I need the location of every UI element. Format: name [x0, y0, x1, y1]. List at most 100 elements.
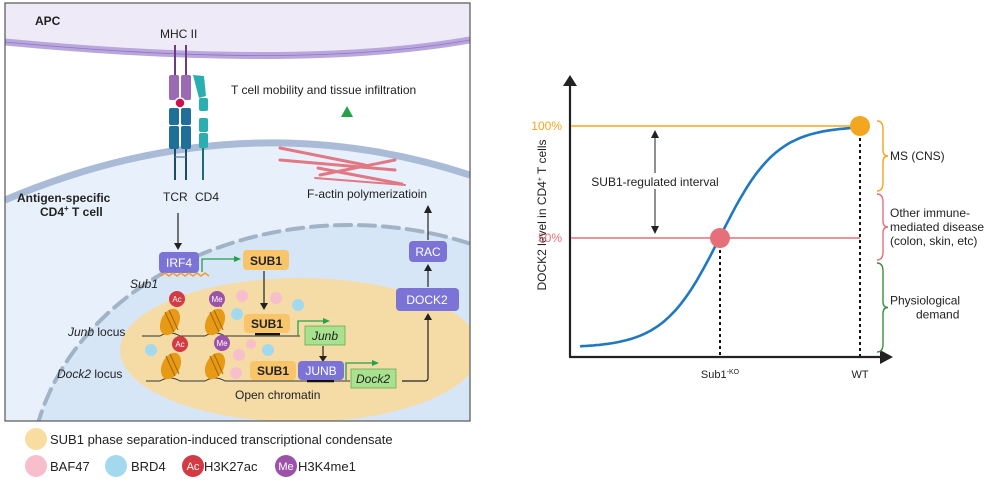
dock2-protein-box	[396, 288, 459, 311]
junb-transcription-arrow	[297, 320, 325, 336]
dock2-chart: DOCK2 level in CD4+ T cells 100% 50% Sub1…	[531, 75, 984, 381]
dock2-locus-dna	[146, 377, 350, 382]
svg-text:RAC: RAC	[415, 245, 441, 259]
legend-me-swatch	[275, 455, 297, 477]
legend-condensate-label: SUB1 phase separation-induced transcript…	[50, 432, 393, 447]
peptide-antigen	[174, 97, 186, 109]
rac-box	[409, 241, 447, 262]
y-axis-arrowhead	[563, 75, 577, 86]
sub1-protein-label: SUB1	[250, 254, 282, 268]
condensate-molecules	[145, 290, 304, 379]
factin-label: F-actin polymerizatioin	[307, 187, 427, 201]
legend-baf47-label: BAF47	[50, 459, 90, 474]
baf47-dot	[236, 290, 248, 302]
h3k27ac-mark	[172, 336, 188, 352]
baf47-dot	[270, 292, 282, 304]
bracket-2	[876, 262, 889, 353]
legend-brd4-swatch	[105, 455, 127, 477]
irf4-box	[159, 252, 199, 273]
legend-brd4-label: BRD4	[131, 459, 166, 474]
nucleosome	[204, 344, 226, 380]
mhc-label: MHC II	[160, 27, 197, 41]
panel-border	[4, 2, 471, 422]
y-tick-label: 100%	[531, 119, 562, 133]
x-axis-arrowhead	[880, 350, 893, 364]
legend-h3k4me1-label: H3K4me1	[298, 459, 356, 474]
mhc-tcr-complex	[169, 45, 208, 180]
legend-ac-swatch	[182, 455, 204, 477]
svg-text:Dock2: Dock2	[356, 372, 390, 386]
h3k4me1-mark	[209, 291, 225, 307]
tcr-alpha	[169, 108, 179, 125]
dock2-locus-label: Dock2 locus	[57, 367, 122, 381]
bracket-1	[876, 193, 889, 261]
brd4-dot	[145, 344, 157, 356]
y-axis-label: DOCK2 level in CD4+ T cells	[535, 139, 549, 290]
legend-h3k27ac-label: H3K27ac	[204, 459, 258, 474]
cd4-label: CD4	[195, 190, 219, 204]
svg-text:Me: Me	[278, 461, 293, 473]
y-tick-label: 50%	[538, 231, 562, 245]
x-tick-label: Sub1-KO	[701, 369, 740, 381]
cd4-d1	[193, 75, 206, 98]
sub1-gene-dna	[160, 272, 210, 277]
brd4-dot	[262, 344, 274, 356]
svg-text:Ac: Ac	[175, 340, 184, 349]
junb-gene-box	[304, 325, 346, 346]
nucleosome	[159, 299, 181, 336]
dock2-transcription-arrow	[345, 362, 374, 380]
brd4-dot	[231, 308, 243, 320]
svg-text:JUNB: JUNB	[305, 364, 336, 378]
bracket-0	[876, 120, 889, 192]
mhc-alpha	[169, 75, 179, 100]
tcell-membrane	[5, 139, 470, 204]
apc-label: APC	[35, 14, 61, 28]
bracket-label: Physiological	[890, 294, 960, 308]
point-WT	[850, 116, 870, 136]
junb-locus-label: Junb locus	[67, 325, 125, 339]
interval-arrowhead-down	[651, 226, 659, 234]
baf47-dot	[246, 339, 256, 349]
point-Sub1-KO	[710, 228, 730, 248]
mhc-beta	[181, 75, 191, 100]
sub1-bound-dock2	[250, 361, 296, 380]
interval-annotation: SUB1-regulated interval	[591, 175, 718, 189]
brd4-dot	[292, 299, 304, 311]
irf4-label: IRF4	[166, 256, 192, 270]
junb-protein-box	[298, 361, 344, 380]
apc-region	[5, 3, 470, 56]
baf47-dot	[233, 349, 245, 361]
interval-arrowhead-up	[651, 130, 659, 138]
open-chromatin-label: Open chromatin	[235, 388, 320, 402]
baf47-dot	[230, 367, 242, 379]
bracket-label: demand	[916, 308, 959, 322]
dock2-gene-box	[350, 368, 397, 389]
f-actin-filaments	[278, 146, 406, 186]
sub1-interval-arrow	[583, 130, 727, 234]
h3k27ac-mark	[169, 291, 185, 307]
x-tick-label: WT	[851, 369, 868, 381]
sub1-protein-box	[243, 250, 289, 270]
svg-text:Ac: Ac	[187, 461, 200, 473]
bracket-label: Other immune-	[890, 206, 970, 220]
cell-label-line1: Antigen-specific	[17, 191, 111, 205]
svg-text:DOCK2: DOCK2	[406, 293, 448, 307]
svg-text:SUB1: SUB1	[257, 364, 289, 378]
nucleosome	[204, 299, 226, 336]
nuclear-envelope	[36, 223, 470, 421]
mobility-label: T cell mobility and tissue infiltration	[231, 83, 416, 97]
tcr-label: TCR	[163, 190, 188, 204]
svg-text:SUB1: SUB1	[251, 317, 283, 331]
legend: SUB1 phase separation-induced transcript…	[25, 428, 393, 477]
legend-baf47-swatch	[25, 455, 47, 477]
dock2-output-arrow	[402, 320, 429, 382]
svg-text:Me: Me	[211, 295, 223, 304]
sub1-bound-junb	[244, 314, 290, 333]
bracket-label: MS (CNS)	[890, 149, 945, 163]
svg-text:Junb: Junb	[311, 329, 338, 343]
h3k4me1-mark	[214, 335, 230, 351]
bracket-label: mediated disease	[890, 220, 984, 234]
cell-label-line2: CD4+ T cell	[40, 204, 103, 219]
sub1-gene-label: Sub1	[130, 277, 158, 291]
